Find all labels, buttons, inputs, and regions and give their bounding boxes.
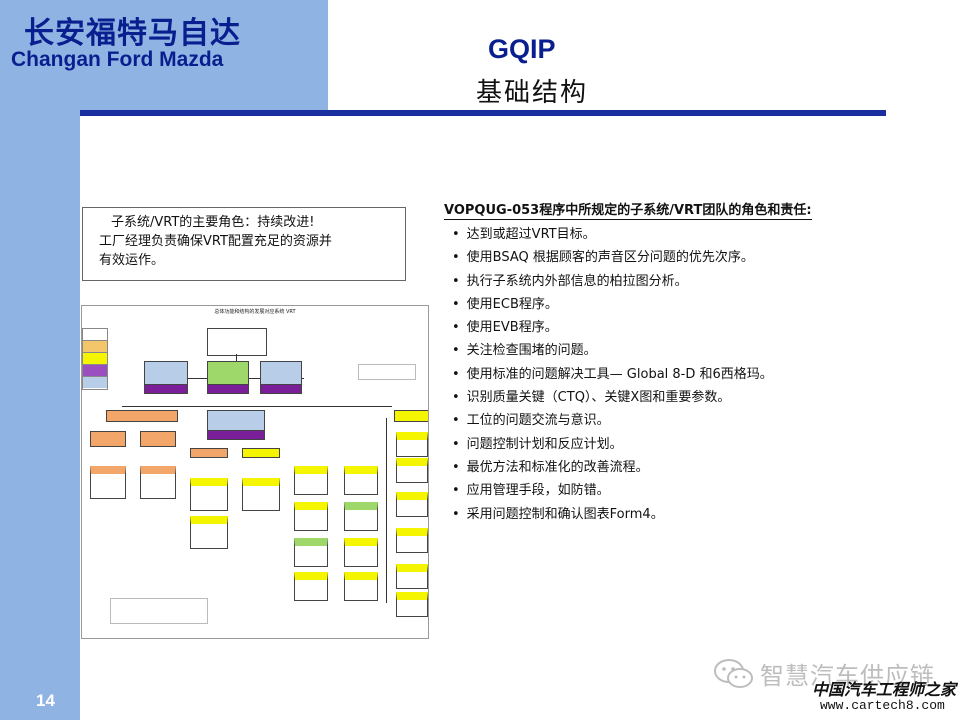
watermark-text: 智慧汽车供应链	[760, 662, 935, 690]
org-legend	[82, 328, 108, 390]
role-line-2: 工厂经理负责确保VRT配置充足的资源并	[99, 234, 332, 249]
legend-row	[83, 365, 107, 377]
list-item: 关注检查围堵的问题。	[452, 339, 773, 362]
left-sidebar	[0, 0, 80, 720]
legend-row	[83, 353, 107, 365]
org-box-left-purple	[144, 384, 188, 394]
org-box-yellow	[190, 448, 228, 458]
list-item: 达到或超过VRT目标。	[452, 223, 773, 246]
org-box-yellow	[242, 448, 280, 458]
org-box-orange	[140, 466, 176, 499]
list-item: 使用标准的问题解决工具— Global 8-D 和6西格玛。	[452, 363, 773, 386]
header-divider	[80, 110, 886, 116]
org-box-yellow	[396, 458, 428, 483]
list-item: 工位的问题交流与意识。	[452, 409, 773, 432]
org-box-right-group	[394, 410, 428, 422]
org-box-center-sub	[242, 478, 280, 511]
org-box-plant-manager	[207, 328, 267, 356]
org-footnote-box	[110, 598, 208, 624]
org-box-yellow	[294, 572, 328, 601]
role-line-1: 子系统/VRT的主要角色：持续改进!	[111, 215, 315, 230]
slide-title: GQIP	[488, 34, 556, 64]
org-box-center-purple	[207, 384, 249, 394]
responsibilities-list: 达到或超过VRT目标。 使用BSAQ 根据顾客的声音区分问题的优先次序。 执行子…	[452, 223, 773, 526]
org-box-green	[344, 502, 378, 531]
list-item: 执行子系统内外部信息的柏拉图分析。	[452, 270, 773, 293]
org-box-yellow	[396, 592, 428, 617]
brand-name-chinese: 长安福特马自达	[24, 16, 241, 51]
responsibilities-title: VOPQUG-053程序中所规定的子系统/VRT团队的角色和责任:	[444, 199, 812, 220]
org-box-green	[294, 538, 328, 567]
org-box-yellow	[344, 466, 378, 495]
org-box-yellow	[344, 538, 378, 567]
org-chart: 总体功能和结构的发展对应系统 VRT	[81, 305, 429, 639]
list-item: 应用管理手段，如防错。	[452, 479, 773, 502]
role-text-box: 子系统/VRT的主要角色：持续改进! 工厂经理负责确保VRT配置充足的资源并 有…	[82, 207, 406, 281]
watermark-brand: 中国汽车工程师之家	[812, 680, 957, 699]
list-item: 最优方法和标准化的改善流程。	[452, 456, 773, 479]
org-box-yellow	[396, 564, 428, 589]
org-connector	[122, 406, 392, 407]
org-box-yellow	[344, 572, 378, 601]
page-number: 14	[36, 691, 55, 710]
wechat-icon	[714, 659, 753, 688]
org-box-orange	[90, 466, 126, 499]
org-box-vrt-lead-purple	[207, 430, 265, 440]
org-chart-title: 总体功能和结构的发展对应系统 VRT	[214, 309, 296, 315]
org-box-orange	[140, 431, 176, 447]
slide-subtitle: 基础结构	[476, 78, 589, 108]
org-box-orange	[90, 431, 126, 447]
list-item: 使用ECB程序。	[452, 293, 773, 316]
header-brand-band: 长安福特马自达 Changan Ford Mazda	[0, 0, 328, 110]
org-box-yellow	[294, 466, 328, 495]
org-box-yellow	[396, 432, 428, 457]
brand-name-english: Changan Ford Mazda	[11, 48, 224, 71]
list-item: 问题控制计划和反应计划。	[452, 433, 773, 456]
watermark-url: www.cartech8.com	[820, 698, 945, 713]
org-box-center-sub	[190, 516, 228, 549]
list-item: 使用EVB程序。	[452, 316, 773, 339]
org-box-yellow	[396, 492, 428, 517]
list-item: 使用BSAQ 根据顾客的声音区分问题的优先次序。	[452, 246, 773, 269]
org-box-right-purple	[260, 384, 302, 394]
org-box-left-group	[106, 410, 178, 422]
legend-row	[83, 341, 107, 353]
legend-row	[83, 329, 107, 341]
legend-row	[83, 377, 107, 388]
role-line-3: 有效运作。	[99, 253, 165, 268]
org-box-note	[358, 364, 416, 380]
org-box-yellow	[294, 502, 328, 531]
org-box-center-sub	[190, 478, 228, 511]
org-connector	[386, 418, 387, 603]
list-item: 采用问题控制和确认图表Form4。	[452, 503, 773, 526]
list-item: 识别质量关键（CTQ）、关键X图和重要参数。	[452, 386, 773, 409]
org-box-yellow	[396, 528, 428, 553]
